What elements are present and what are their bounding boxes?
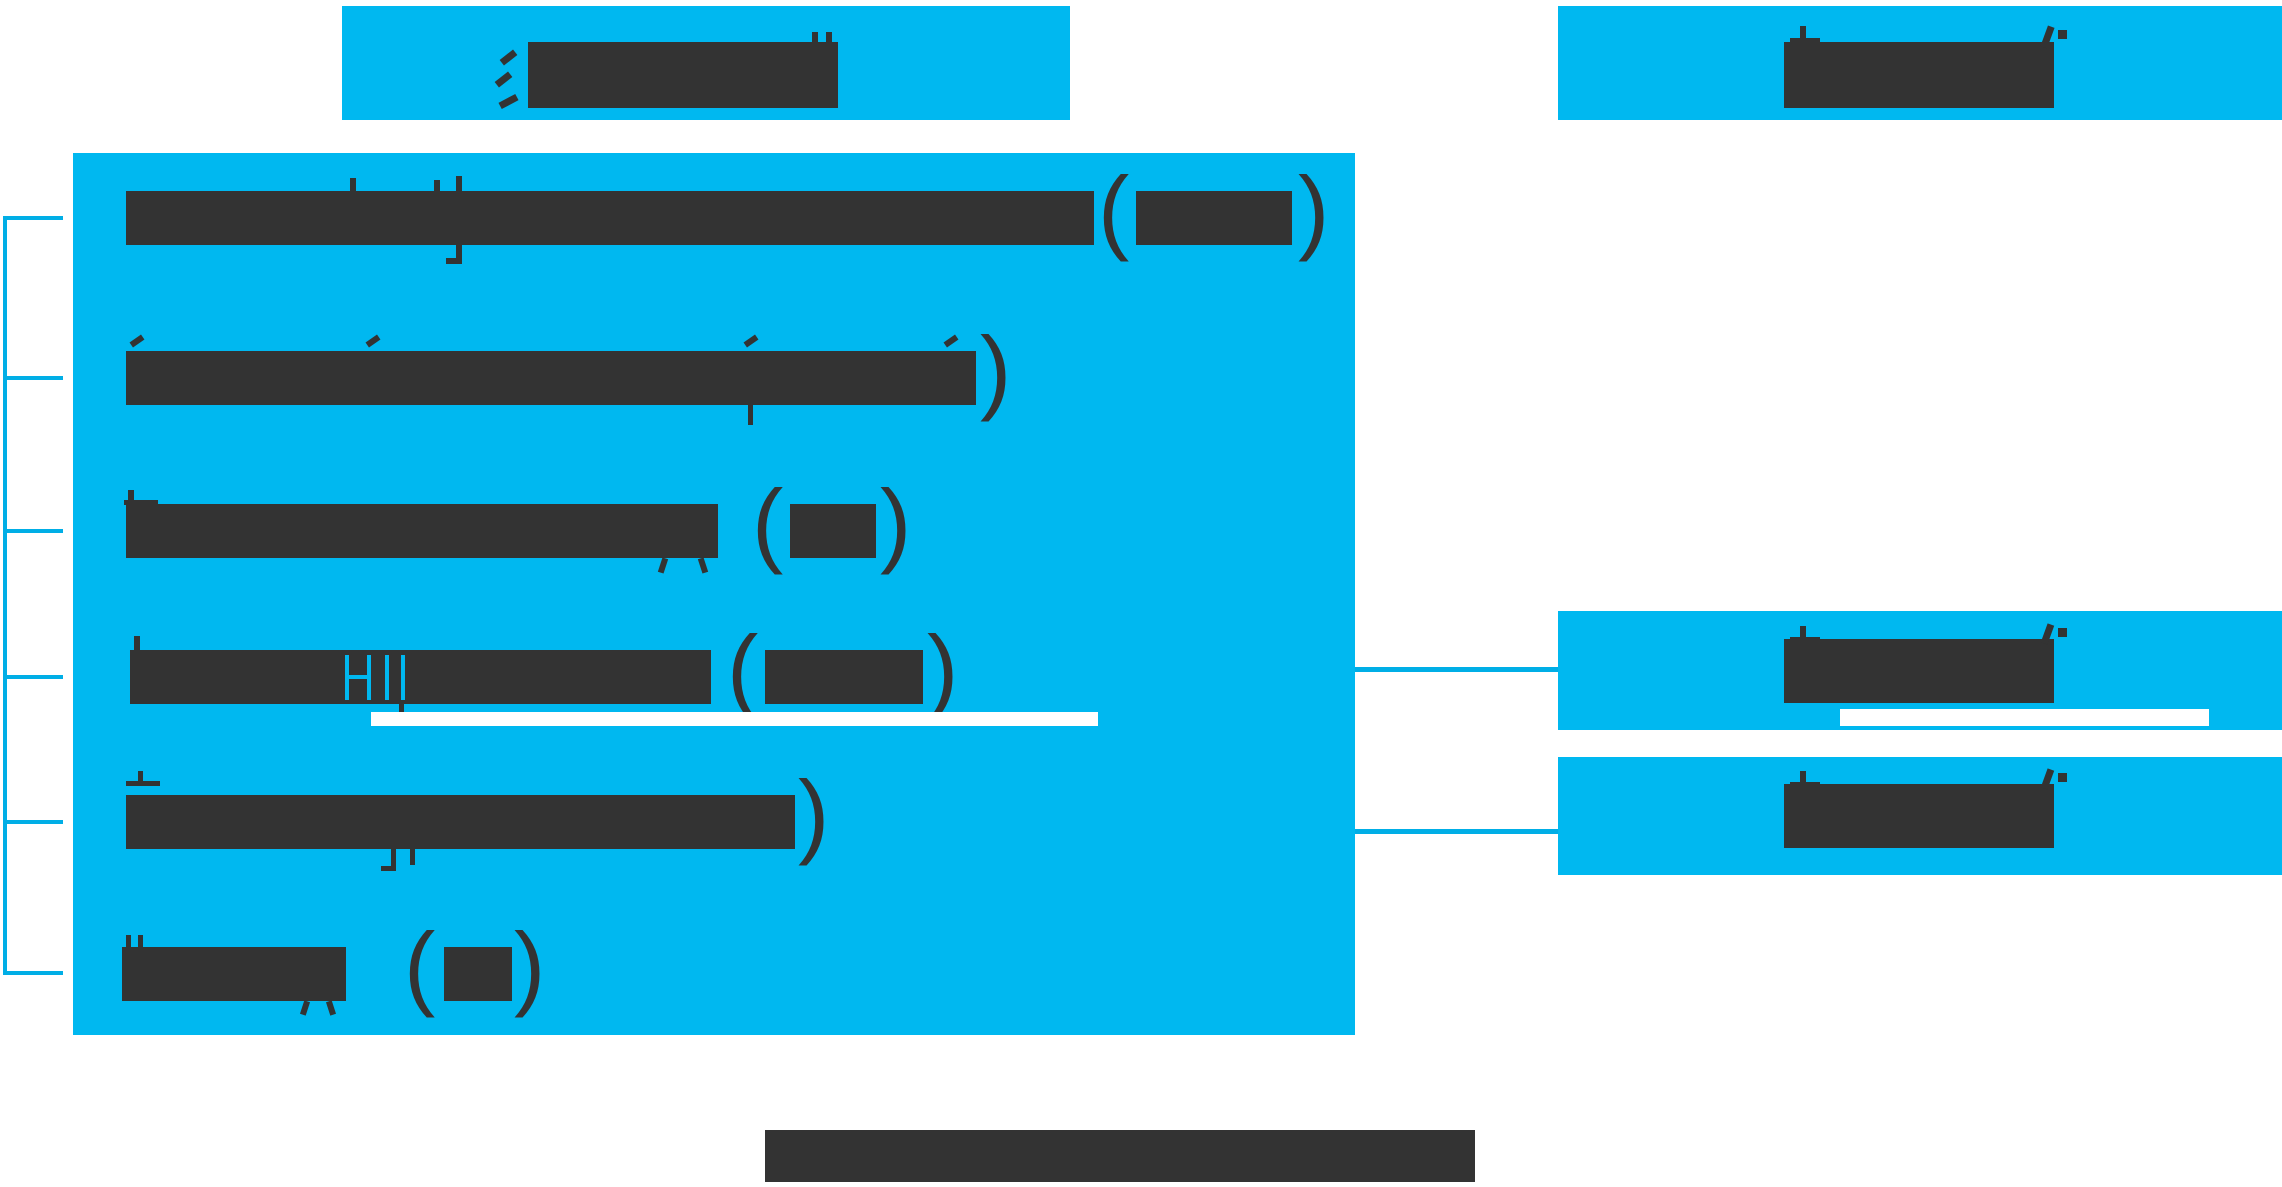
glyph-fragment <box>434 180 440 194</box>
glyph-fragment <box>126 781 160 786</box>
bracket-tick <box>3 971 63 975</box>
glyph-fragment <box>399 704 404 713</box>
redacted-text-line-4 <box>130 650 711 704</box>
dot-stroke-icon <box>2058 30 2067 39</box>
water-radical-icon <box>498 93 519 110</box>
white-redaction-strip <box>1840 709 2209 726</box>
glyph-fragment <box>826 32 832 46</box>
method-box-1 <box>1558 611 2282 730</box>
redacted-caption <box>765 1130 1475 1182</box>
de-character-gap <box>401 655 405 700</box>
paren-close-line-1: ) <box>1298 157 1330 262</box>
paren-close-line-3: ) <box>880 470 912 575</box>
water-radical-icon <box>494 71 513 88</box>
list-panel <box>73 153 1355 1035</box>
glyph-fragment <box>748 405 753 425</box>
bracket-tick <box>3 529 63 533</box>
header-box-left <box>342 6 1070 120</box>
glyph-fragment <box>128 490 134 504</box>
redacted-text-line-2 <box>126 351 976 405</box>
paren-close-line-4: ) <box>927 616 959 721</box>
redacted-title-right <box>1784 42 2054 108</box>
dot-stroke-icon <box>2058 628 2067 637</box>
glyph-fragment <box>812 32 818 46</box>
glyph-fragment <box>1800 626 1806 642</box>
redacted-title-left <box>528 42 838 108</box>
connector-line-top <box>1355 667 1558 672</box>
glyph-fragment <box>126 935 131 947</box>
paren-open-line-6: ( <box>404 913 436 1018</box>
knife-radical-icon <box>456 176 462 264</box>
redacted-paren-content-1 <box>1136 191 1292 245</box>
redacted-paren-content-4 <box>765 650 923 704</box>
paren-close-line-6: ) <box>514 913 546 1018</box>
glyph-fragment <box>1800 771 1806 787</box>
paren-open-line-4: ( <box>727 616 759 721</box>
redacted-paren-content-6 <box>444 947 512 1001</box>
glyph-fragment <box>124 500 158 505</box>
water-radical-icon <box>499 49 518 66</box>
glyph-fragment <box>134 636 140 650</box>
paren-open-line-3: ( <box>752 470 784 575</box>
redacted-label-box-1 <box>1784 639 2054 703</box>
redacted-text-line-3 <box>126 504 718 558</box>
glyph-fragment <box>138 935 143 947</box>
glyph-fragment <box>350 178 356 194</box>
paren-close-line-2: ) <box>980 317 1012 422</box>
glyph-fragment <box>1800 26 1806 46</box>
paren-open-line-1: ( <box>1098 157 1130 262</box>
header-box-right <box>1558 6 2282 120</box>
bracket-tick <box>3 675 63 679</box>
white-redaction-strip <box>371 712 1098 726</box>
bracket-tick <box>3 216 63 220</box>
glyph-fragment <box>1790 38 1820 44</box>
redacted-text-line-6 <box>122 947 346 1001</box>
paren-close-line-5: ) <box>798 761 830 866</box>
glyph-fragment <box>138 771 143 783</box>
glyph-fragment <box>446 258 458 264</box>
redacted-text-line-5 <box>126 795 795 849</box>
de-character-gap <box>385 655 389 700</box>
bracket-tick <box>3 376 63 380</box>
bracket-vertical-line <box>3 216 7 975</box>
connector-line-bottom <box>1355 829 1558 834</box>
redacted-label-box-2 <box>1784 784 2054 848</box>
glyph-fragment <box>381 866 392 871</box>
bracket-tick <box>3 820 63 824</box>
knife-radical-icon <box>391 849 396 871</box>
redacted-text-line-1 <box>126 191 1094 245</box>
redacted-paren-content-3 <box>790 504 876 558</box>
glyph-fragment <box>410 849 415 865</box>
de-character-gap <box>347 675 368 679</box>
method-box-2 <box>1558 757 2282 875</box>
dot-stroke-icon <box>2058 773 2067 782</box>
de-character-gap <box>367 655 371 700</box>
